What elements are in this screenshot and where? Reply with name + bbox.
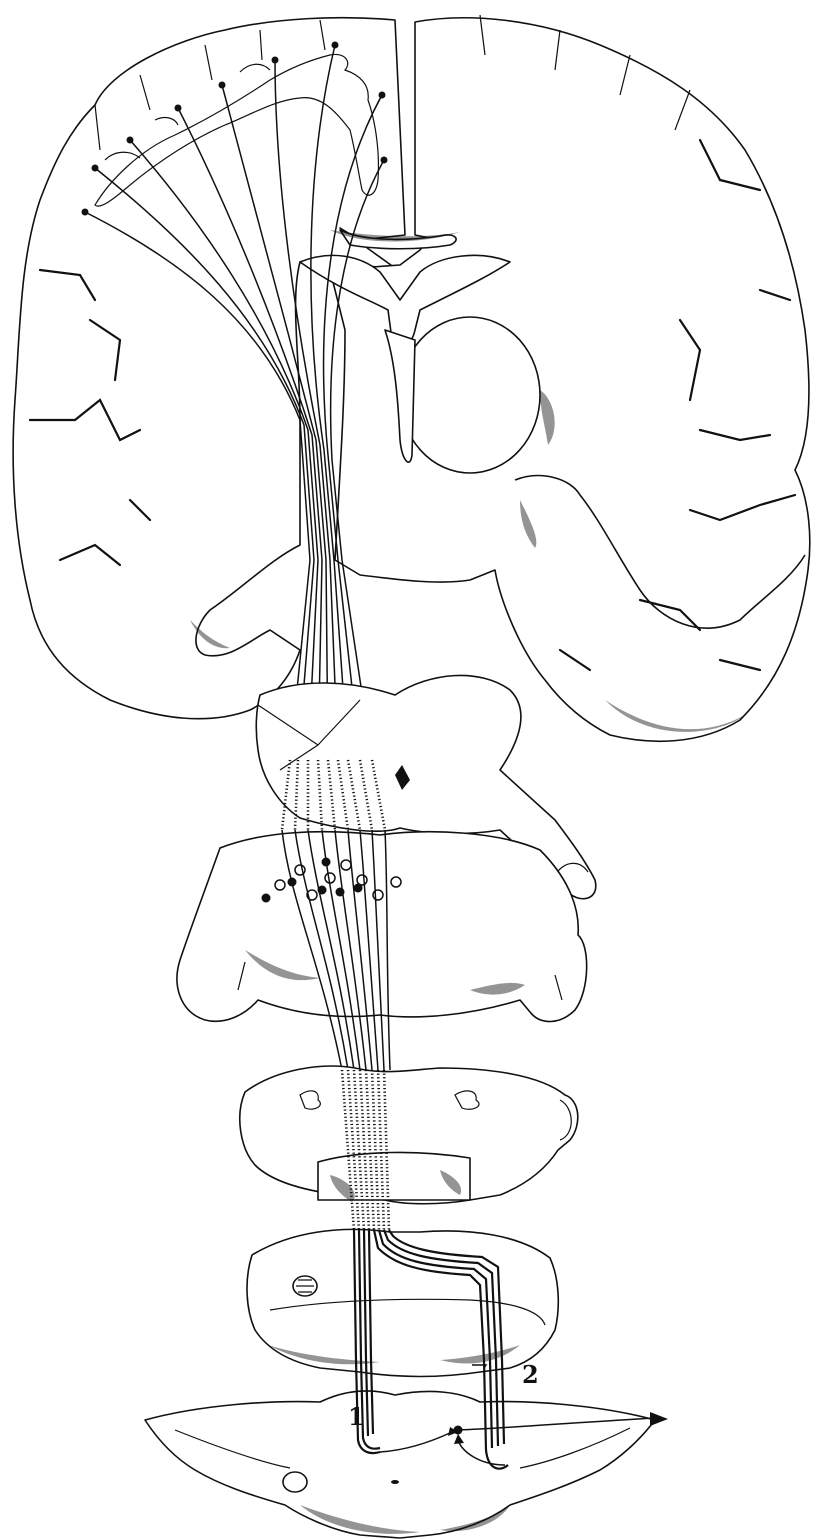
pathway-label-1: 1 (348, 1402, 365, 1431)
thalamus (400, 317, 540, 473)
pons-outline (177, 832, 587, 1022)
spinal-cord-outline (145, 1391, 655, 1538)
lower-medulla-section (247, 1229, 558, 1376)
pons-section (177, 832, 587, 1022)
output-arrow-icon (650, 1412, 668, 1426)
pathway-label-2: 2 (522, 1360, 539, 1389)
cerebrum-coronal-section (13, 15, 810, 741)
upper-medulla-section (240, 1066, 578, 1204)
spinal-cord-section (145, 1391, 655, 1538)
